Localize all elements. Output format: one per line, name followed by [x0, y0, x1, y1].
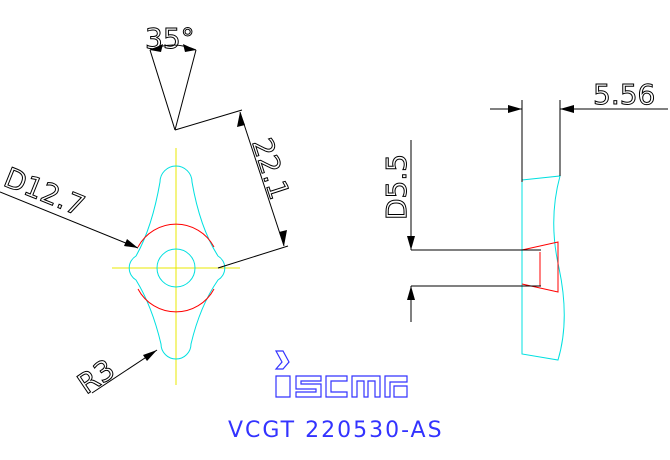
angle-dimension: 35° — [145, 22, 197, 131]
inscribed-circle-arc-bottom — [137, 288, 215, 313]
corner-radius-label: R3 — [71, 353, 120, 401]
iscar-logo — [274, 350, 408, 398]
countersink-hole — [521, 241, 559, 293]
inscribed-circle-dimension: D12.7 — [0, 160, 139, 249]
center-hole — [156, 248, 196, 288]
inscribed-circle-arc-top — [137, 223, 215, 248]
thickness-dimension: 5.56 — [490, 78, 668, 182]
hole-diameter-label: D5.5 — [380, 154, 413, 220]
hole-diameter-dimension: D5.5 — [380, 140, 541, 322]
side-view — [521, 175, 565, 361]
inscribed-circle-label: D12.7 — [0, 161, 90, 223]
corner-radius-dimension: R3 — [71, 349, 158, 401]
thickness-label: 5.56 — [593, 78, 655, 111]
side-view-outline — [521, 175, 565, 361]
top-view — [112, 148, 240, 385]
part-number: VCGT 220530-AS — [228, 418, 444, 443]
length-label: 22.1 — [245, 134, 296, 203]
angle-label: 35° — [145, 22, 195, 55]
insert-outline — [128, 165, 226, 360]
